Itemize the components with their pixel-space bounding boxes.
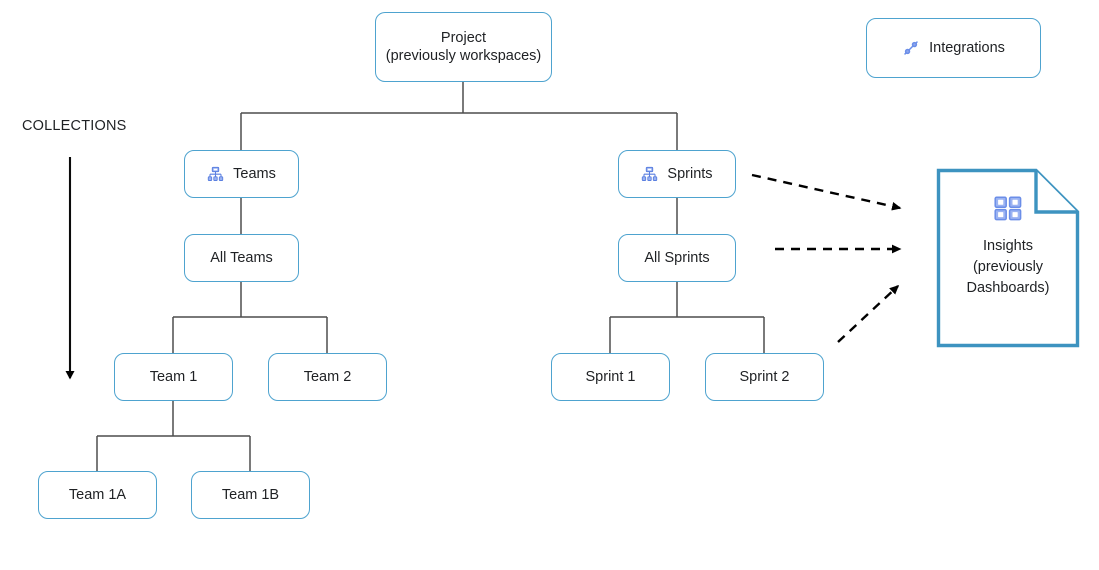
node-integrations-label: Integrations — [929, 39, 1005, 56]
node-all-teams[interactable]: All Teams — [184, 234, 299, 282]
node-teams[interactable]: Teams — [184, 150, 299, 198]
node-sprints-label: Sprints — [667, 165, 713, 182]
hierarchy-icon — [641, 166, 658, 183]
hierarchy-icon — [207, 166, 224, 183]
node-team-1[interactable]: Team 1 — [114, 353, 233, 401]
node-insights[interactable]: Insights (previously Dashboards) — [936, 168, 1080, 348]
node-insights-label: Insights (previously Dashboards) — [966, 238, 1050, 297]
node-team-2[interactable]: Team 2 — [268, 353, 387, 401]
node-project-label: Project (previously workspaces) — [385, 29, 542, 64]
node-teams-label: Teams — [233, 165, 276, 182]
node-team-1-label: Team 1 — [149, 368, 198, 385]
node-sprints[interactable]: Sprints — [618, 150, 736, 198]
node-team-1b[interactable]: Team 1B — [191, 471, 310, 519]
node-all-sprints[interactable]: All Sprints — [618, 234, 736, 282]
collections-axis-label: COLLECTIONS — [22, 118, 127, 134]
document-shape-icon — [936, 168, 1080, 348]
node-team-2-label: Team 2 — [303, 368, 352, 385]
node-all-teams-label: All Teams — [210, 249, 273, 266]
edge-sprint2-to-insights — [837, 284, 900, 343]
grid-2x2-icon — [994, 196, 1022, 226]
node-team-1a-label: Team 1A — [68, 486, 127, 503]
node-project[interactable]: Project (previously workspaces) — [375, 12, 552, 82]
node-sprint-1-label: Sprint 1 — [585, 368, 636, 385]
edge-sprints-to-insights — [751, 173, 902, 211]
integrations-link-icon — [902, 39, 920, 57]
node-integrations[interactable]: Integrations — [866, 18, 1041, 78]
node-team-1a[interactable]: Team 1A — [38, 471, 157, 519]
node-team-1b-label: Team 1B — [221, 486, 280, 503]
node-all-sprints-label: All Sprints — [644, 249, 710, 266]
node-sprint-1[interactable]: Sprint 1 — [551, 353, 670, 401]
node-sprint-2-label: Sprint 2 — [739, 368, 790, 385]
node-sprint-2[interactable]: Sprint 2 — [705, 353, 824, 401]
